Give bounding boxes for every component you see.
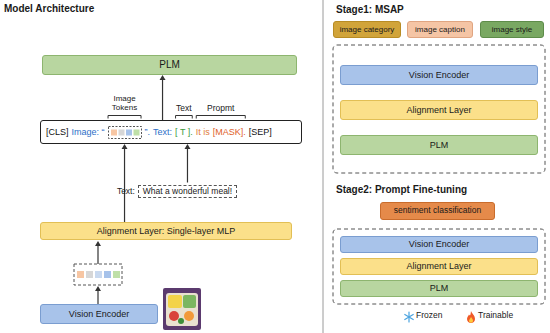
node-text: Alignment Layer [406,105,471,115]
heading-label: Stage2: Prompt Fine-tuning [336,184,467,195]
node-text: PLM [159,59,180,71]
connector-line [124,149,125,222]
node-text: [ T ]. [175,127,193,137]
legend-text: Trainable [478,311,513,320]
vision-encoder-box: Vision Encoder [340,65,538,85]
stage1-group [333,45,545,173]
node-content: Vision Encoder [409,239,469,249]
node-text: ”. [145,127,151,137]
heading-label: Stage1: MSAP [336,4,404,15]
node-text: Image: “ [72,127,105,137]
node-content: Alignment Layer [406,261,471,271]
image-tokens [108,126,142,139]
alignment-layer-box: Alignment Layer: Single-layer MLP [40,222,292,240]
node-content: sentiment classification [394,206,481,216]
legend-text: Frozen [416,311,442,320]
node-text: image category [340,25,395,34]
annotation-label: Text [176,104,192,113]
node-content: image caption [415,25,465,34]
task-pill: image style [480,21,544,38]
vision-encoder-box: Vision Encoder [340,236,538,253]
input-sequence-box: [CLS]Image: “ ”.Text:[ T ].It is[MASK].[… [40,120,302,144]
node-text: [CLS] [46,127,69,137]
task-pill: sentiment classification [380,202,495,220]
node-text: Text: [117,187,135,197]
vision-encoder-box: Vision Encoder [40,304,158,324]
annotation-label: Image Tokens [105,95,145,113]
plm-box: PLM [340,280,538,297]
arrowhead [160,75,166,80]
bracket [108,116,141,119]
node-text: Alignment Layer: Single-layer MLP [97,226,236,236]
bracket [196,116,245,119]
connector-arrow [122,144,128,222]
connector-line [187,149,188,183]
plm-box: PLM [340,135,538,155]
connector-arrow [184,144,190,183]
node-text: PLM [430,283,449,293]
node-content: [CLS]Image: “ ”.Text:[ T ].It is[MASK].[… [46,126,275,139]
node-text: Vision Encoder [409,70,469,80]
node-content: PLM [159,59,180,71]
text-input: Text:What a wonderful meal! [112,183,243,201]
node-content: image category [340,25,395,34]
node-content: Alignment Layer [406,105,471,115]
stage2-group [333,229,545,304]
annotation-label: Propmt [207,104,234,113]
heading-label: Model Architecture [4,3,94,14]
legend-trainable-icon [467,311,475,323]
visual-features [74,264,122,285]
node-text: image style [492,25,532,34]
food-photo [163,288,201,330]
node-text: Text: [153,127,172,137]
arrowhead [122,144,128,149]
node-text: sentiment classification [394,206,481,216]
alignment-layer-box: Alignment Layer [340,258,538,275]
node-text: Alignment Layer [406,261,471,271]
node-text: image caption [415,25,465,34]
panel-divider [323,0,324,333]
node-content: PLM [430,140,449,150]
node-text: What a wonderful meal! [138,185,237,199]
connector-arrow [160,75,166,120]
plm-box: PLM [42,55,297,75]
alignment-layer-box: Alignment Layer [340,100,538,120]
arrowhead [184,144,190,149]
node-text: [SEP] [249,127,272,137]
node-content: Vision Encoder [69,309,129,319]
node-content: PLM [430,283,449,293]
feature-arrows [95,241,101,304]
node-content: image style [492,25,532,34]
node-content: Text:What a wonderful meal! [117,185,237,199]
node-text: It is [196,127,210,137]
node-content: Alignment Layer: Single-layer MLP [97,226,236,236]
node-text: Vision Encoder [69,309,129,319]
bracket [176,116,193,119]
node-text: PLM [430,140,449,150]
node-content: Vision Encoder [409,70,469,80]
task-pill: image caption [407,21,473,38]
connector-line [162,80,163,120]
legend-frozen-icon [405,312,413,322]
node-text: [MASK]. [213,127,246,137]
node-text: Vision Encoder [409,239,469,249]
task-pill: image category [333,21,401,38]
